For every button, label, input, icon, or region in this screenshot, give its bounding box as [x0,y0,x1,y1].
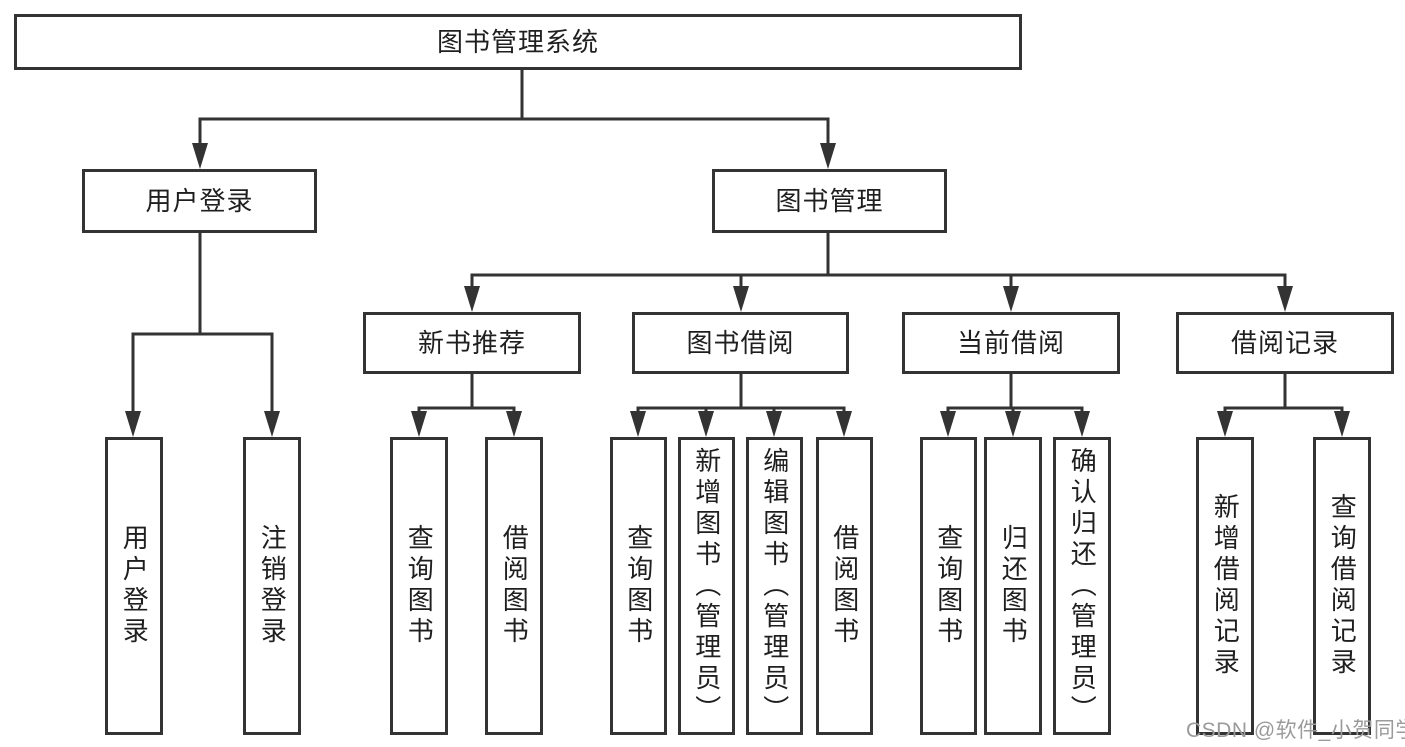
leaf-newbook-query-books: 查询图书 [390,437,448,735]
leaf-records-add-record: 新增借阅记录 [1196,437,1254,735]
arrowhead-down-icon [125,411,141,437]
leaf-current-query-books: 查询图书 [920,437,977,735]
node-book-management: 图书管理 [712,169,947,233]
node-borrowing-records: 借阅记录 [1176,312,1394,374]
leaf-borrow-borrow-books: 借阅图书 [816,437,873,735]
arrowhead-down-icon [506,411,522,437]
node-label: 查询借阅记录 [1327,493,1358,679]
arrowhead-down-icon [264,411,280,437]
node-label: 借阅图书 [829,524,860,648]
arrowhead-down-icon [411,411,427,437]
node-label: 图书管理 [775,186,884,216]
node-label: 归还图书 [998,524,1029,648]
node-label: 用户登录 [119,524,150,648]
arrowhead-down-icon [192,143,208,169]
arrowhead-down-icon [464,286,480,312]
node-new-book-recommend: 新书推荐 [363,312,581,374]
arrowhead-down-icon [1005,411,1021,437]
node-label: 查询图书 [623,524,654,648]
leaf-newbook-borrow-books: 借阅图书 [485,437,543,735]
leaf-current-confirm-return-admin: 确认归还（管理员） [1053,437,1111,735]
node-current-borrowing: 当前借阅 [902,312,1120,374]
arrowhead-down-icon [630,411,646,437]
node-label: 图书管理系统 [436,27,599,57]
arrowhead-down-icon [1277,286,1293,312]
arrowhead-down-icon [1334,411,1350,437]
node-label: 当前借阅 [956,328,1065,358]
node-label: 确认归还（管理员） [1067,446,1098,726]
leaf-borrow-query-books: 查询图书 [610,437,667,735]
node-library-system: 图书管理系统 [14,14,1022,70]
arrowhead-down-icon [1003,286,1019,312]
arrowhead-down-icon [820,143,836,169]
arrowhead-down-icon [940,411,956,437]
node-label: 注销登录 [257,524,288,648]
leaf-logout: 注销登录 [243,437,301,735]
arrowhead-down-icon [1217,411,1233,437]
arrowhead-down-icon [733,286,749,312]
arrowhead-down-icon [836,411,852,437]
node-label: 查询图书 [933,524,964,648]
arrowhead-down-icon [766,411,782,437]
node-label: 新书推荐 [417,328,526,358]
leaf-borrow-edit-books-admin: 编辑图书（管理员） [746,437,803,735]
arrowhead-down-icon [1074,411,1090,437]
node-label: 用户登录 [145,186,254,216]
leaf-current-return-books: 归还图书 [984,437,1042,735]
leaf-records-query-record: 查询借阅记录 [1313,437,1371,735]
node-book-borrowing: 图书借阅 [632,312,849,374]
node-label: 新增借阅记录 [1210,493,1241,679]
leaf-user-login: 用户登录 [105,437,163,735]
leaf-borrow-add-books-admin: 新增图书（管理员） [678,437,735,735]
node-label: 新增图书（管理员） [691,446,722,726]
csdn-watermark: CSDN @软件_小贺同学 [1186,719,1405,742]
arrowhead-down-icon [698,411,714,437]
node-user-login: 用户登录 [82,169,317,233]
node-label: 图书借阅 [686,328,795,358]
node-label: 编辑图书（管理员） [759,446,790,726]
node-label: 借阅图书 [499,524,530,648]
node-label: 查询图书 [404,524,435,648]
node-label: 借阅记录 [1230,328,1339,358]
